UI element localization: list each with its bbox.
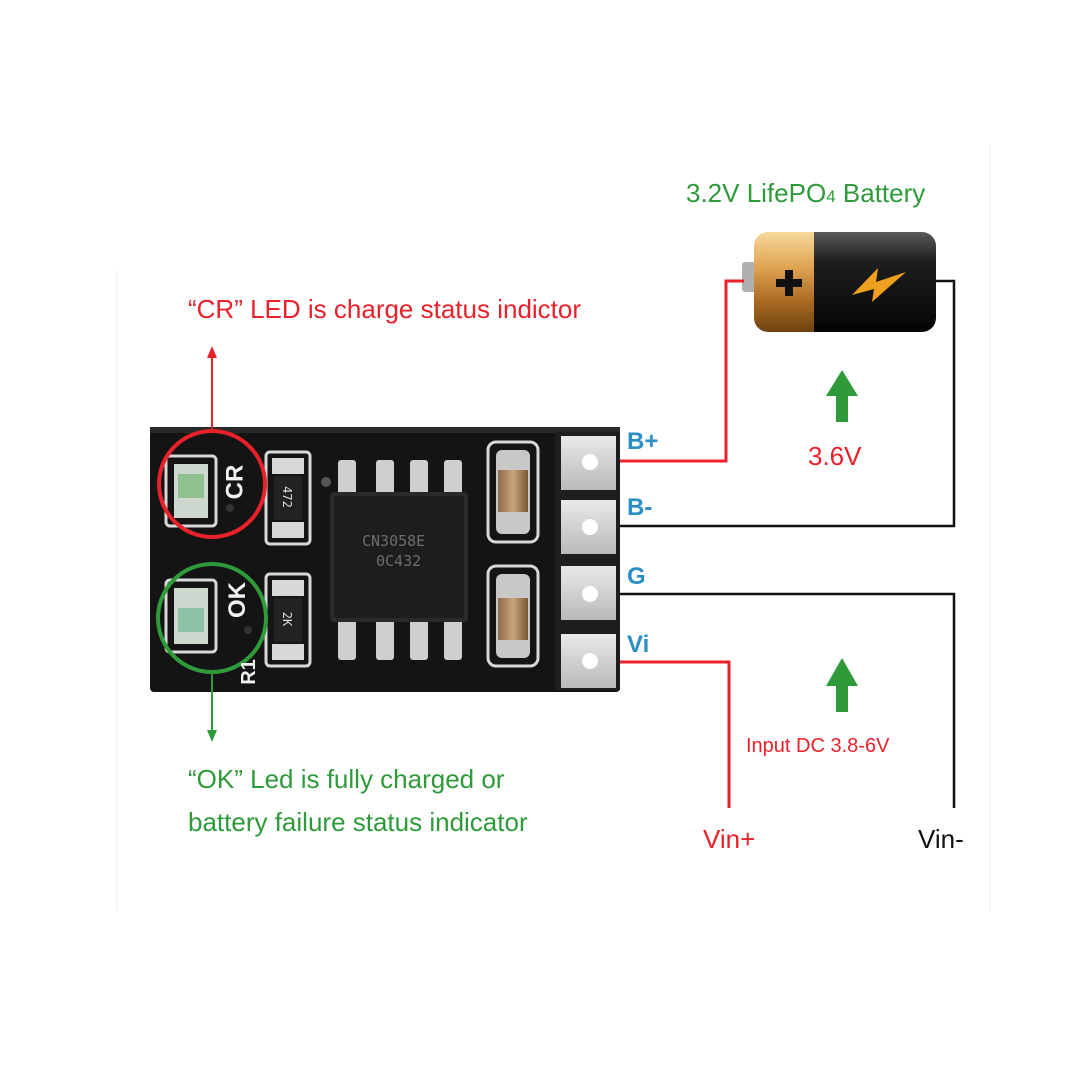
battery-title-subscript: 4	[826, 187, 836, 206]
ok-led-note-line1: “OK” Led is fully charged or	[188, 764, 505, 794]
battery-title-main: 3.2V LifePO	[686, 178, 827, 208]
arrow-down-icon-ok	[207, 672, 217, 742]
resistor-top	[264, 450, 312, 546]
silk-cr: CR	[221, 464, 249, 500]
pcb-board	[150, 427, 620, 692]
silk-r1: R1	[237, 659, 260, 685]
pad-b-plus	[561, 436, 616, 490]
ic-marking-line2: 0C432	[376, 552, 422, 570]
silk-ok: OK	[224, 582, 251, 618]
resistor-top-code: 472	[279, 486, 294, 508]
arrow-up-icon-cr	[207, 346, 217, 431]
pad-b-minus	[561, 500, 616, 554]
cr-led-note: “CR” LED is charge status indictor	[188, 294, 582, 324]
wire-battery-plus	[596, 279, 744, 463]
ok-led-note-line2: battery failure status indicator	[188, 807, 528, 837]
input-voltage-label: Input DC 3.8-6V	[746, 735, 890, 757]
pin-label-g: G	[627, 563, 646, 590]
pin-label-b-plus: B+	[627, 428, 659, 455]
wire-vin-plus	[596, 660, 731, 808]
ic-marking-line1: CN3058E	[362, 532, 426, 550]
pin-label-vi: Vi	[627, 631, 650, 658]
wire-battery-minus	[590, 279, 956, 528]
pad-vi	[561, 634, 616, 688]
arrow-up-icon-battery	[826, 370, 858, 422]
pad-g	[561, 566, 616, 620]
resistor-bottom	[264, 572, 312, 668]
pin-label-b-minus: B-	[627, 494, 653, 521]
capacitor-top	[486, 440, 540, 544]
battery-title-suffix: Battery	[835, 178, 926, 208]
capacitor-bottom	[486, 564, 540, 668]
led-ok	[164, 578, 252, 654]
arrow-up-icon-input	[826, 658, 858, 712]
battery-icon	[742, 232, 936, 332]
wire-vin-minus	[590, 592, 956, 808]
battery-voltage-label: 3.6V	[808, 441, 862, 471]
resistor-bottom-code: 2K	[280, 611, 295, 627]
ic-chip	[330, 460, 468, 660]
lightning-icon	[852, 268, 906, 302]
led-cr	[164, 454, 234, 528]
vin-minus-label: Vin-	[918, 824, 964, 854]
battery-title: 3.2V LifePO4 Battery	[686, 180, 925, 206]
vin-plus-label: Vin+	[703, 824, 756, 854]
